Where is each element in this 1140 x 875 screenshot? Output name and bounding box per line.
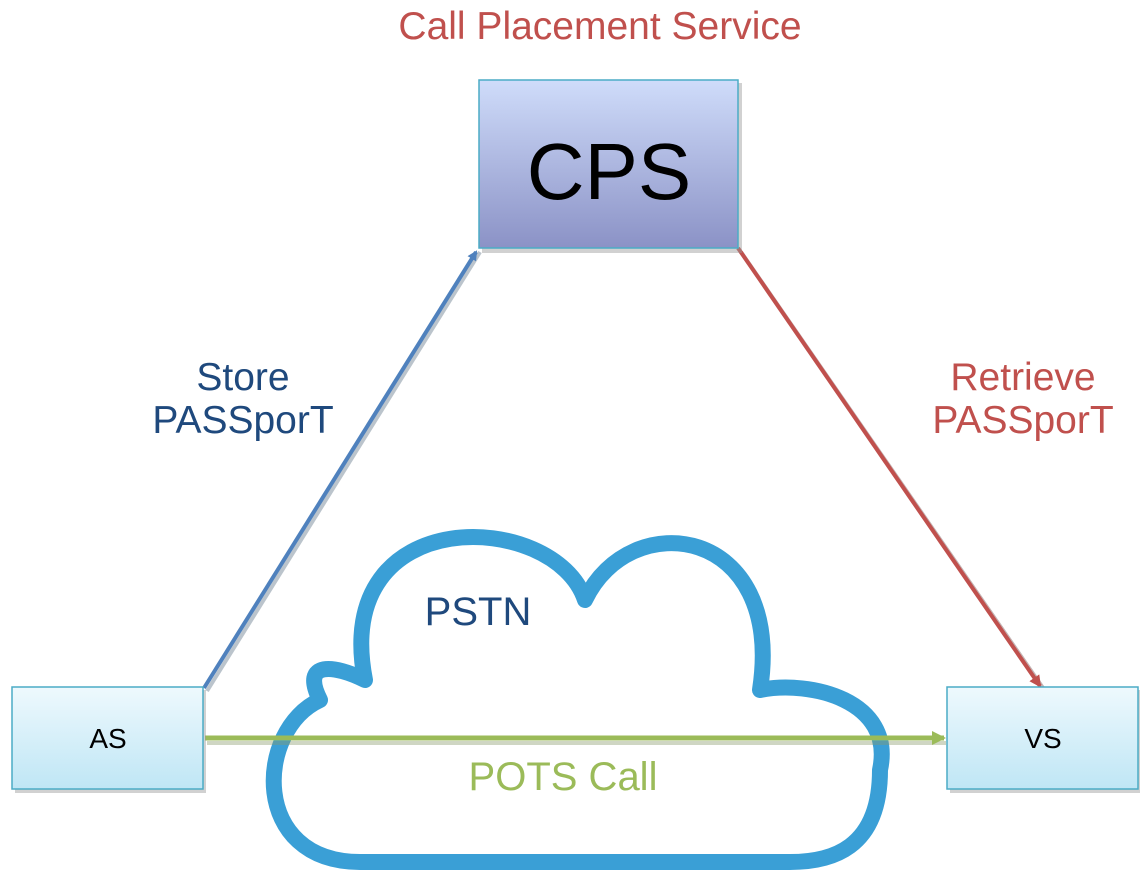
- cps-node: [478, 79, 742, 253]
- pots-call-label: POTS Call: [468, 755, 658, 799]
- as-label: AS: [89, 723, 127, 754]
- retrieve-arrow: [736, 246, 1045, 690]
- pots-arrow: [205, 731, 946, 745]
- store-arrow: [202, 250, 482, 693]
- diagram-title: Call Placement Service: [398, 5, 802, 48]
- vs-label: VS: [1024, 723, 1062, 754]
- vs-node: [946, 686, 1140, 793]
- store-passport-label: Store PASSporT: [152, 356, 334, 443]
- retrieve-line2: PASSporT: [932, 398, 1114, 442]
- retrieve-line1: Retrieve: [950, 356, 1096, 399]
- store-line2: PASSporT: [152, 398, 334, 442]
- pstn-cloud: [265, 529, 890, 870]
- as-node: [11, 686, 206, 793]
- retrieve-passport-label: Retrieve PASSporT: [932, 356, 1114, 443]
- store-line1: Store: [196, 356, 290, 399]
- pstn-label: PSTN: [424, 590, 532, 634]
- cps-label: CPS: [526, 127, 692, 216]
